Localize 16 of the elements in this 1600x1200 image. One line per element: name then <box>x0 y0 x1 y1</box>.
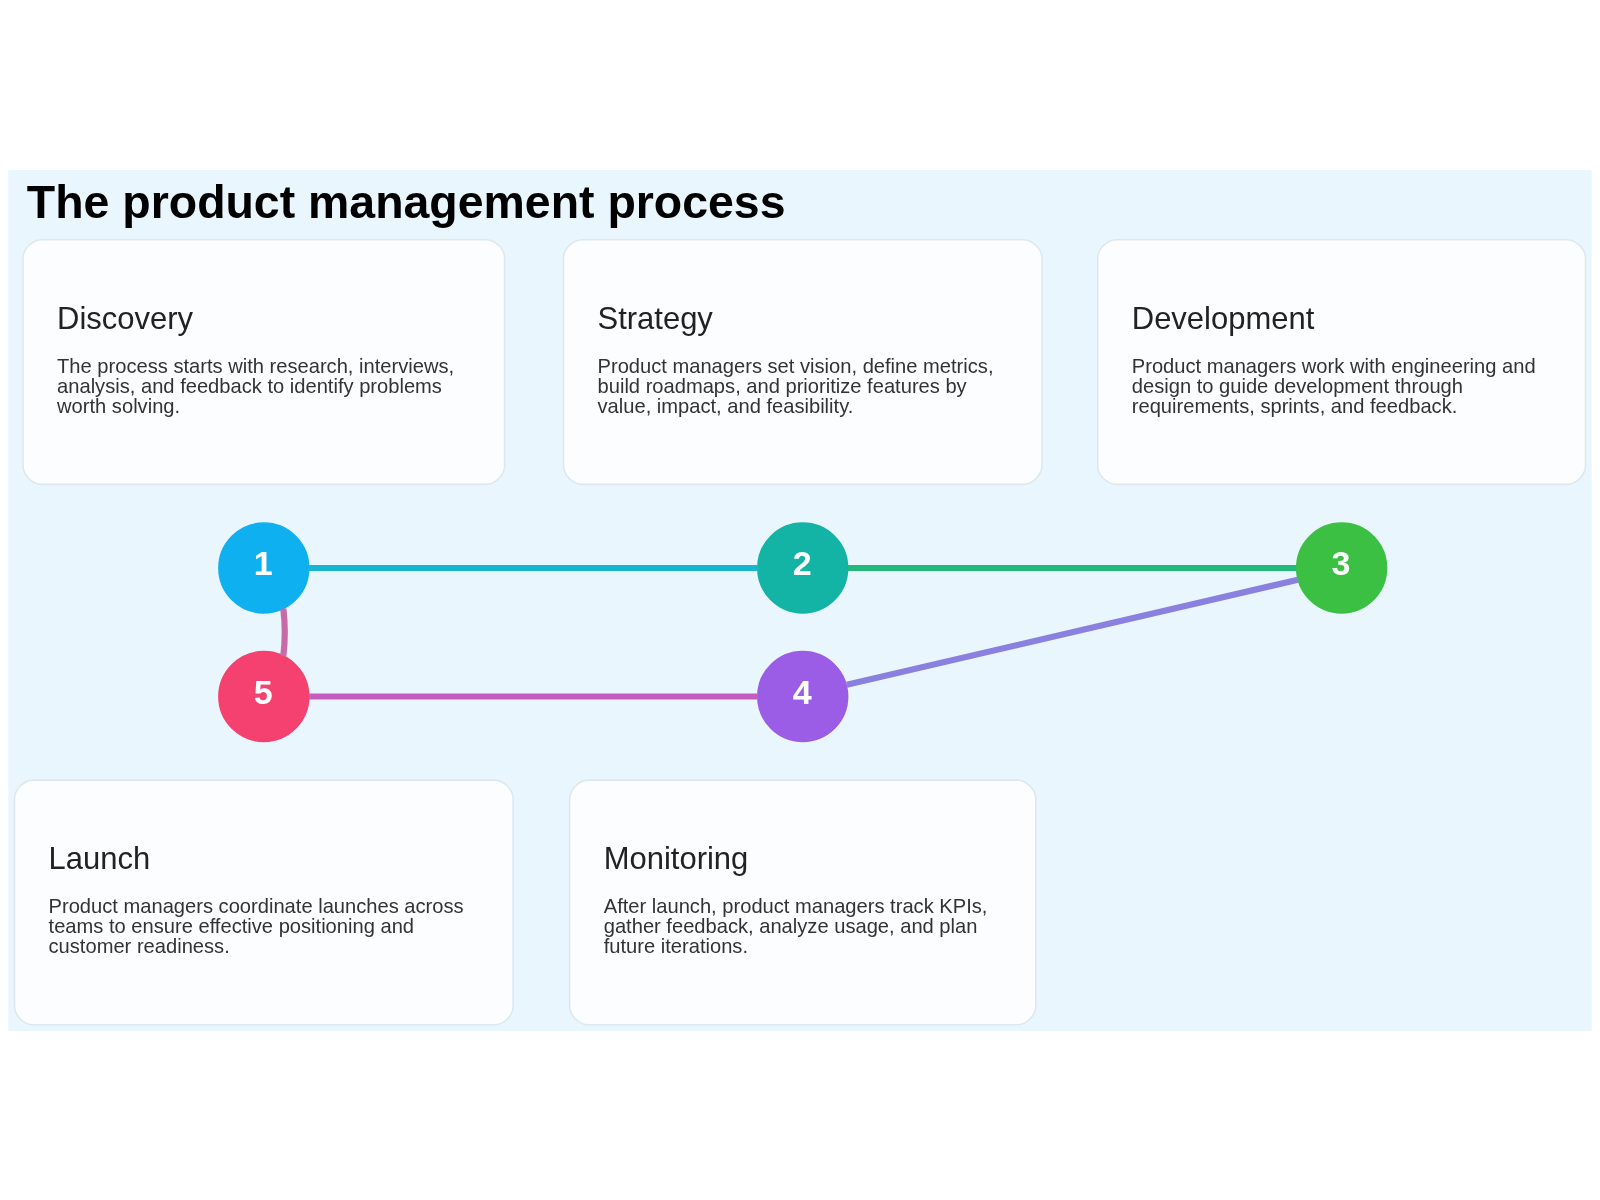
node-circle: 2 <box>757 521 849 614</box>
connector <box>847 564 1297 571</box>
node-box: Launch Product managers coordinate launches across teams to ensure effective positioning and customer readiness. <box>13 778 514 1026</box>
node-box: Strategy Product managers set vision, define metrics, build roadmaps, and prioritize features by value, impact, and feasibility. <box>562 238 1043 485</box>
connector <box>846 576 1299 688</box>
node-box: Development Product managers work with engineering and design to guide development through requirements, sprints, and feedback. <box>1096 238 1587 485</box>
node-circle: 3 <box>1295 521 1388 614</box>
node-box: Monitoring After launch, product managers track KPIs, gather feedback, analyze usage, and plan future iterations. <box>568 778 1037 1026</box>
diagram-title: The product management process <box>26 175 786 228</box>
connector <box>309 692 758 700</box>
node-circle: 5 <box>218 650 310 742</box>
connector <box>309 564 758 571</box>
node-circle: 1 <box>218 521 310 614</box>
node-circle: 4 <box>757 650 849 742</box>
node-box: Discovery The process starts with research, interviews, analysis, and feedback to identify problems worth solving. <box>22 238 506 485</box>
connector <box>280 607 288 656</box>
